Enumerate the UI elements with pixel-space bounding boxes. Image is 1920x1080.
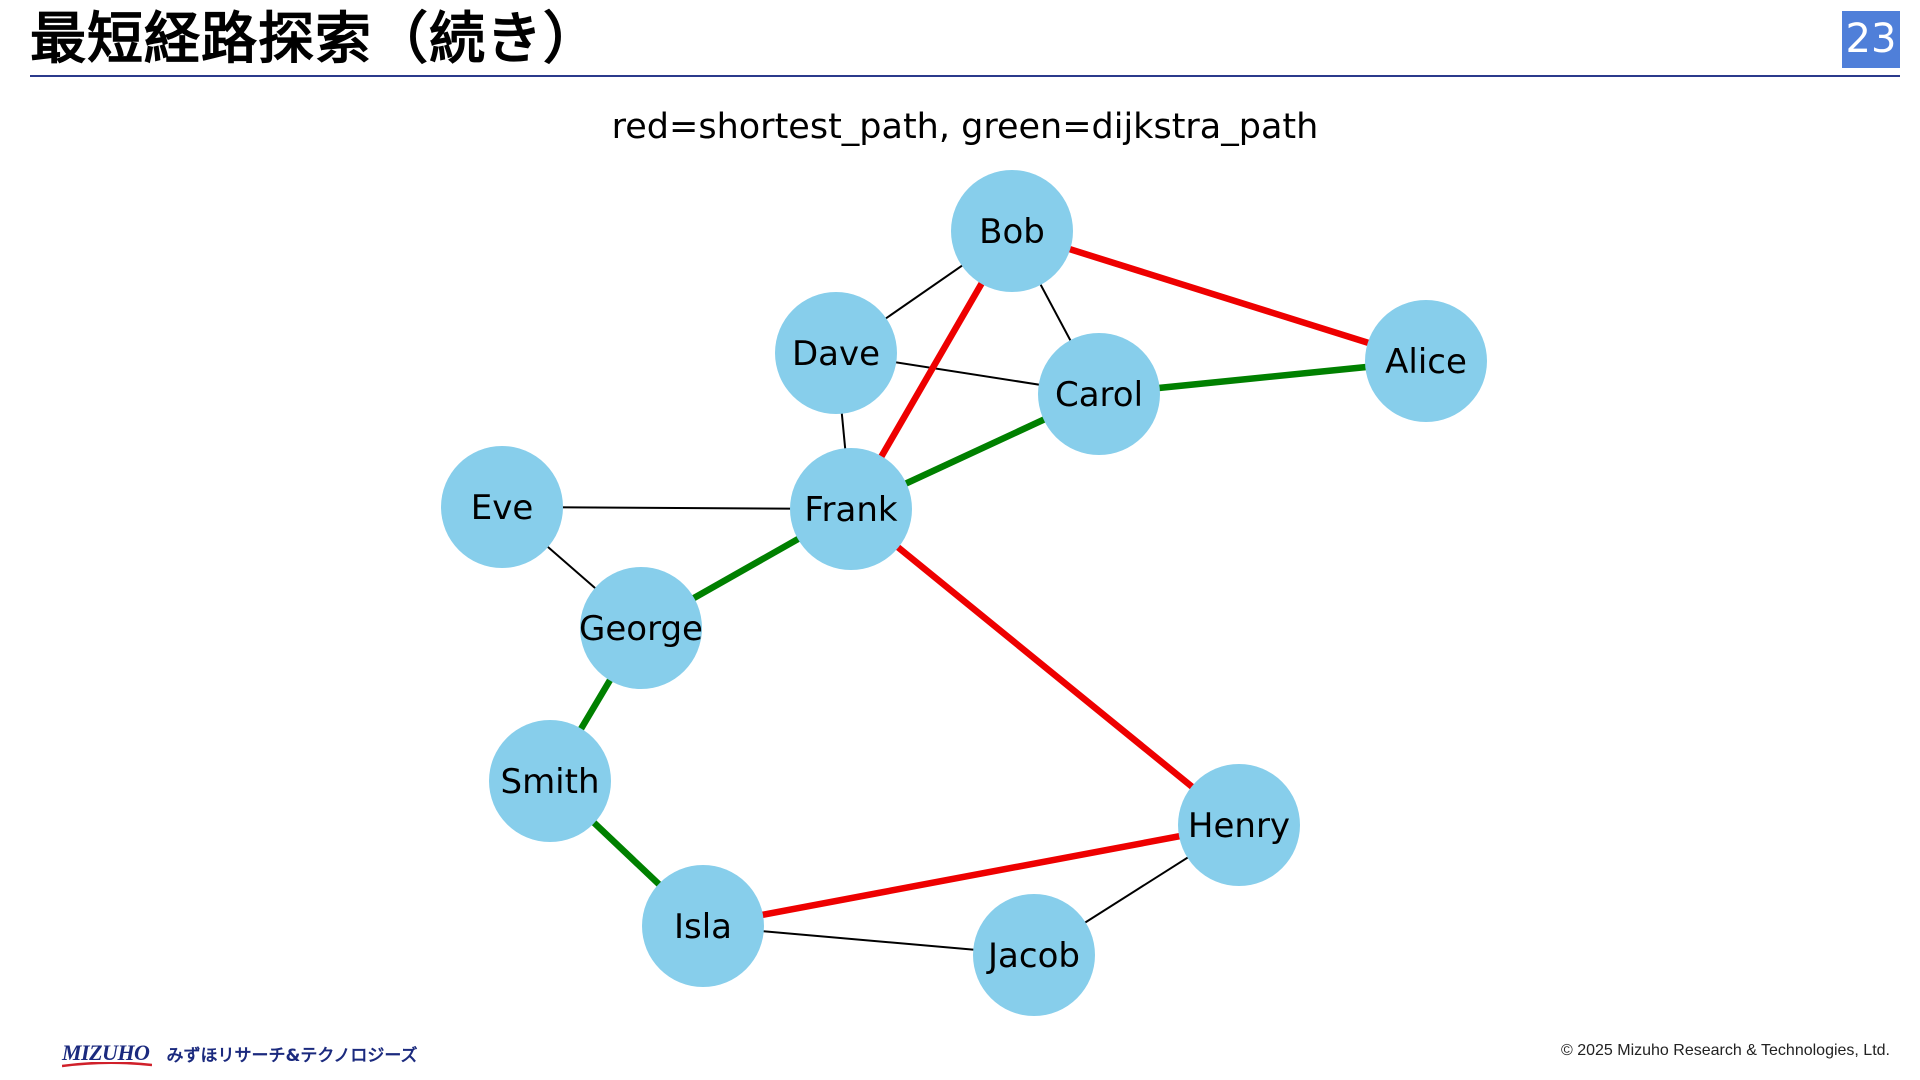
node-label: Isla (674, 907, 732, 947)
node-label: Frank (804, 490, 897, 530)
node-label: Bob (979, 212, 1045, 252)
edge-frank-henry (848, 506, 1242, 828)
node-label: Henry (1188, 806, 1290, 846)
slide-title: 最短経路探索（続き） (30, 7, 600, 72)
node-label: Dave (792, 334, 880, 374)
node-circle (489, 720, 611, 842)
node-eve: Eve (441, 446, 563, 568)
node-jacob: Jacob (973, 894, 1095, 1016)
node-label: George (579, 609, 703, 649)
node-circle (973, 894, 1095, 1016)
node-isla: Isla (642, 865, 764, 987)
logo-wordmark: MIZUHO (62, 1040, 152, 1068)
node-circle (580, 567, 702, 689)
node-label: Eve (471, 488, 534, 528)
node-smith: Smith (489, 720, 611, 842)
node-george: George (579, 567, 703, 689)
edge-henry-isla (702, 821, 1240, 930)
logo-subtext: みずほリサーチ&テクノロジーズ (166, 1045, 418, 1066)
node-dave: Dave (775, 292, 897, 414)
copyright-notice: © 2025 Mizuho Research & Technologies, L… (1560, 1042, 1890, 1059)
node-circle (1178, 764, 1300, 886)
node-bob: Bob (951, 170, 1073, 292)
node-circle (1365, 300, 1487, 422)
figure-title: red=shortest_path, green=dijkstra_path (612, 107, 1319, 147)
node-circle (790, 448, 912, 570)
node-label: Carol (1055, 375, 1143, 415)
logo-swoosh-icon (62, 1062, 152, 1068)
page-number-badge: 23 (1842, 11, 1900, 68)
node-circle (642, 865, 764, 987)
node-label: Smith (500, 762, 599, 802)
node-circle (775, 292, 897, 414)
title-underline (30, 75, 1900, 77)
node-circle (951, 170, 1073, 292)
logo-text: MIZUHO (62, 1040, 150, 1065)
node-henry: Henry (1178, 764, 1300, 886)
node-circle (441, 446, 563, 568)
node-circle (1038, 333, 1160, 455)
company-logo: MIZUHO みずほリサーチ&テクノロジーズ (62, 1040, 418, 1072)
node-carol: Carol (1038, 333, 1160, 455)
edge-bob-alice (1011, 227, 1427, 365)
node-label: Jacob (986, 936, 1080, 976)
node-label: Alice (1385, 342, 1467, 382)
node-frank: Frank (790, 448, 912, 570)
node-alice: Alice (1365, 300, 1487, 422)
